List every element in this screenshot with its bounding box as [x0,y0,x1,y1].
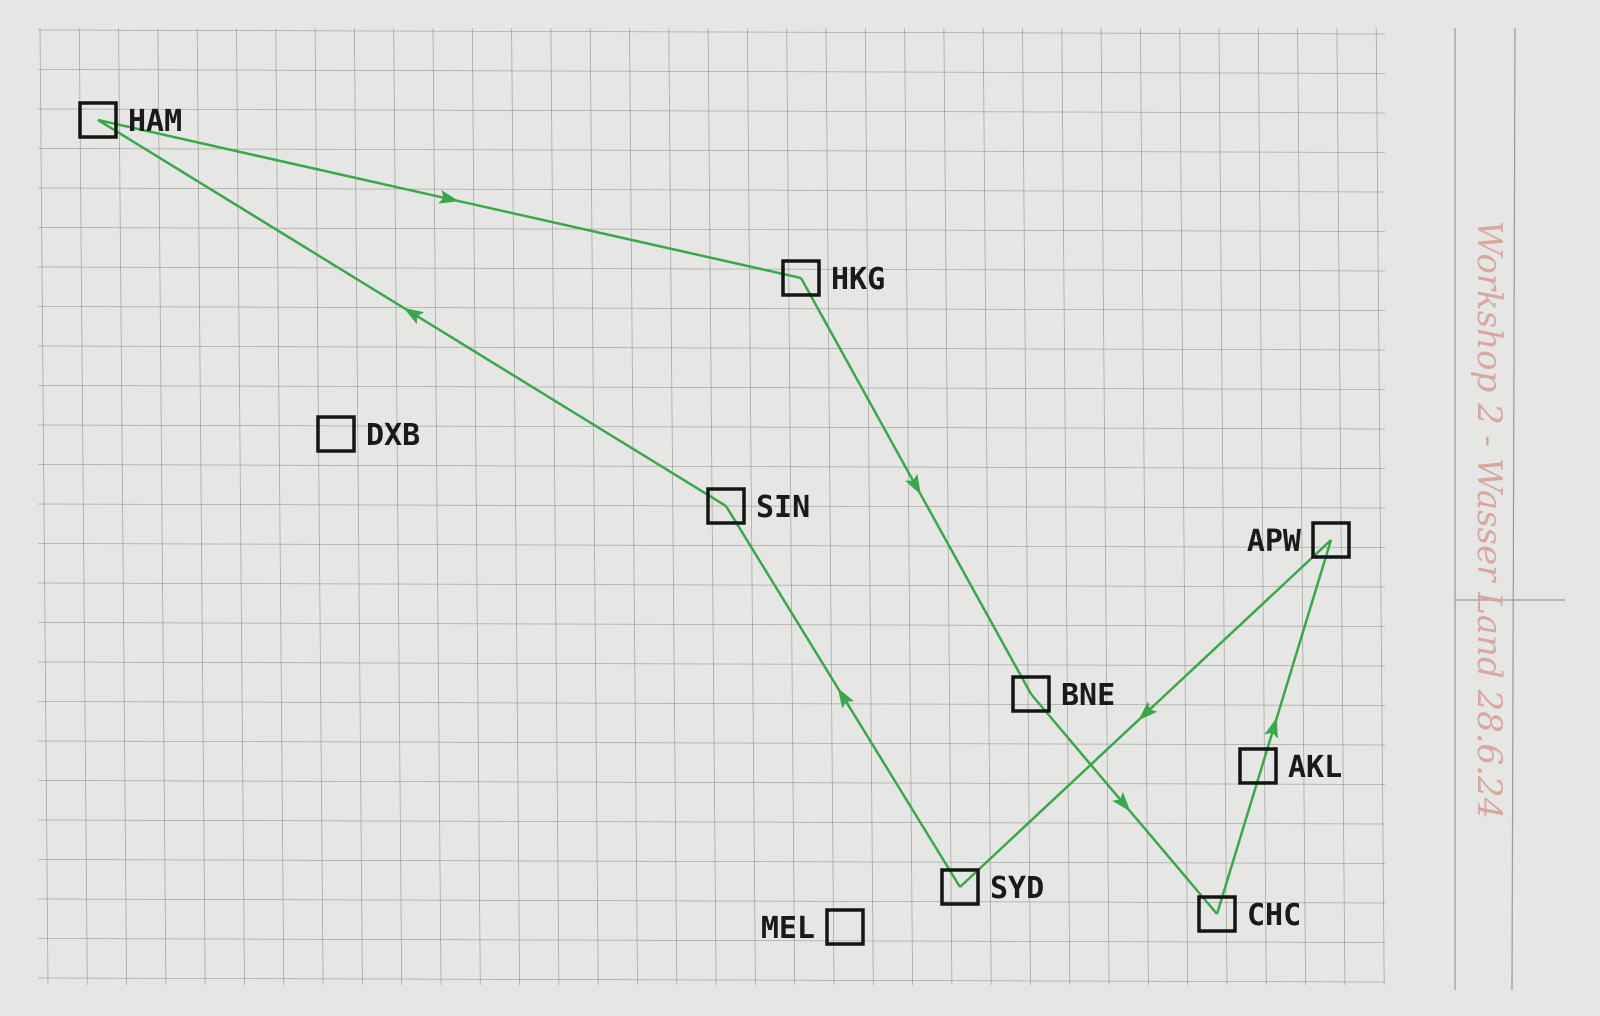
node-mel: MEL [761,908,865,946]
arrowhead-icon [1138,701,1158,721]
node-label: APW [1247,524,1302,559]
node-box-icon [1197,895,1237,933]
arrowhead-icon [837,687,855,709]
arrowhead-icon [905,473,921,495]
margin-note: Workshop 2 - Wasser Land 28.6.24 [1469,221,1509,820]
node-box-icon [1311,521,1351,559]
arrowhead-icon [403,307,425,325]
node-dxb: DXB [316,415,420,453]
arrowhead-icon [1112,791,1131,812]
node-label: SYD [990,871,1044,906]
edges [97,118,1333,915]
nodes: HAM HKG DXB SIN APW BNE AKL SYD CHC MEL [78,101,1351,946]
arrowhead-icon [1264,717,1278,739]
node-label: HKG [831,262,885,297]
node-box-icon [940,868,980,906]
node-label: MEL [761,911,815,946]
node-label: AKL [1288,750,1342,785]
node-box-icon [1011,675,1051,713]
node-label: BNE [1061,678,1115,713]
node-box-icon [781,259,821,297]
node-label: CHC [1247,898,1301,933]
node-box-icon [78,101,118,139]
node-hkg: HKG [781,259,885,297]
arrowhead-icon [438,189,460,204]
node-box-icon [316,415,356,453]
graph-paper-grid [37,27,1386,986]
node-sin: SIN [706,487,810,525]
margin-lines [1454,27,1565,991]
node-ham: HAM [78,101,182,139]
node-apw: APW [1247,521,1351,559]
node-label: HAM [128,104,182,139]
node-box-icon [1238,747,1278,785]
node-label: SIN [756,490,810,525]
node-box-icon [825,908,865,946]
node-bne: BNE [1011,675,1115,713]
node-label: DXB [366,418,420,453]
node-chc: CHC [1197,895,1301,933]
node-box-icon [706,487,746,525]
node-akl: AKL [1238,747,1342,785]
node-syd: SYD [940,868,1044,906]
